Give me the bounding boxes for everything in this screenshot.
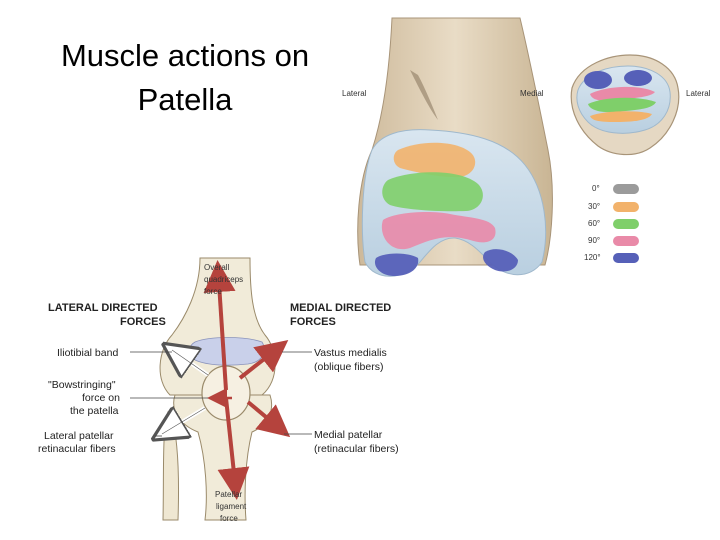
contact-zone-120-lateral: [374, 253, 419, 276]
quadriceps-label: Overall: [204, 263, 230, 272]
legend-angle: 90°: [588, 236, 600, 245]
contact-zone-120-medial: [483, 249, 518, 272]
patella-illustration: [570, 54, 680, 156]
lateral-heading: LATERAL DIRECTED: [48, 302, 158, 314]
medial-retinacular-arrow: [246, 400, 291, 438]
patella-zone-120-left: [584, 71, 612, 89]
legend-angle: 0°: [592, 184, 600, 193]
legend-swatch: [613, 219, 639, 229]
lateral-heading: FORCES: [120, 316, 166, 328]
quadriceps-force-arrow: [203, 260, 236, 391]
patella-zone-60: [588, 97, 656, 113]
knee-cartilage: [189, 337, 265, 366]
contact-zone-30: [393, 142, 476, 178]
angle-legend: 0° 30° 60° 90° 120°: [584, 184, 639, 263]
patella-zone-30: [590, 111, 652, 122]
bowstringing-label: "Bowstringing": [48, 379, 116, 391]
bowstringing-label: force on: [82, 392, 120, 404]
lateral-retinacular-label: retinacular fibers: [38, 443, 116, 455]
patellar-ligament-label: ligament: [216, 502, 247, 511]
vastus-medialis-label: (oblique fibers): [314, 361, 383, 373]
patella-zone-90: [590, 86, 655, 101]
contact-zone-60: [382, 172, 483, 212]
patellar-ligament-force-arrow: [217, 397, 250, 500]
knee-force-diagram: LATERAL DIRECTED FORCES MEDIAL DIRECTED …: [38, 257, 399, 523]
bowstringing-label: the patella: [70, 405, 119, 417]
patella-zone-120-right: [624, 70, 652, 86]
medial-heading: MEDIAL DIRECTED: [290, 302, 391, 314]
medial-label: Medial: [520, 89, 544, 98]
legend-swatch: [613, 253, 639, 263]
legend-swatch: [613, 202, 639, 212]
lateral-label: Lateral: [342, 89, 367, 98]
lateral-label-2: Lateral: [686, 89, 711, 98]
contact-zone-90: [381, 212, 496, 250]
legend-swatch: [613, 236, 639, 246]
femur-notch-shadow: [410, 70, 438, 120]
medial-retinacular-label: (retinacular fibers): [314, 443, 399, 455]
vastus-medialis-arrow: [238, 340, 289, 380]
quadriceps-label: force: [204, 287, 222, 296]
medial-retinacular-label: Medial patellar: [314, 429, 383, 441]
legend-swatch: [613, 184, 639, 194]
legend-angle: 120°: [584, 253, 601, 262]
iliotibial-band-label: Iliotibial band: [57, 347, 118, 359]
slide-title: Muscle actions on Patella: [60, 38, 310, 117]
legend-angle: 30°: [588, 202, 600, 211]
femur-illustration: Lateral Medial Lateral: [342, 17, 711, 277]
legend-angle: 60°: [588, 219, 600, 228]
patellar-ligament-label: Patellar: [215, 490, 242, 499]
vastus-medialis-label: Vastus medialis: [314, 347, 387, 359]
quadriceps-label: quadriceps: [204, 275, 243, 284]
patellar-ligament-label: force: [220, 514, 238, 523]
medial-heading: FORCES: [290, 316, 336, 328]
lateral-retinacular-label: Lateral patellar: [44, 430, 114, 442]
